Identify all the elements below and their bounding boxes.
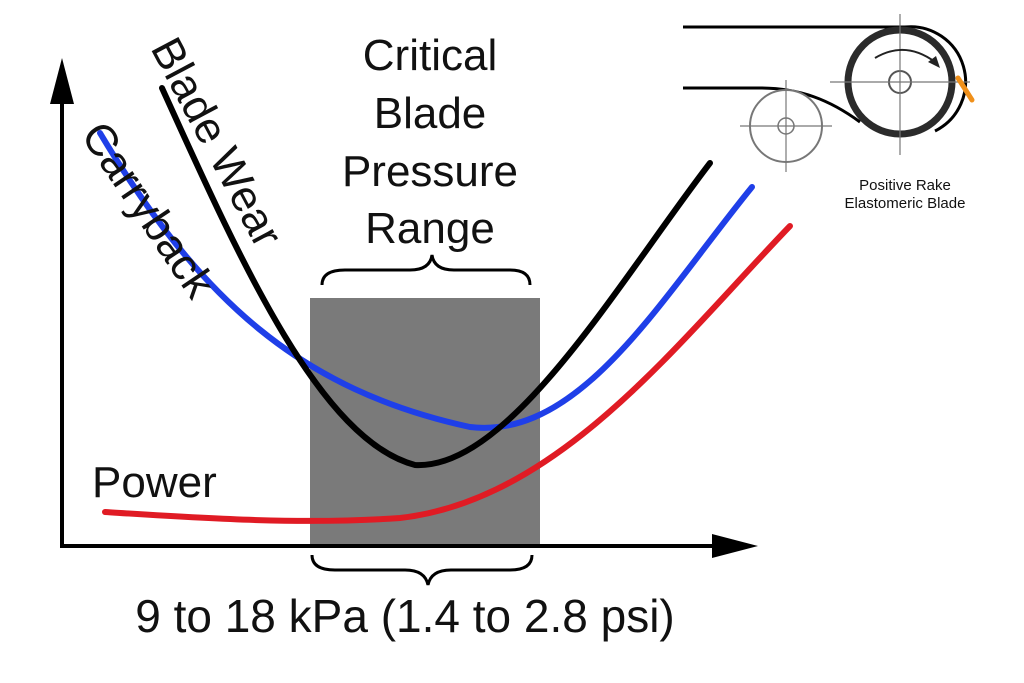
power-curve <box>102 223 793 524</box>
inset-caption-line-2: Elastomeric Blade <box>845 195 966 212</box>
title-line-4: Range <box>365 204 495 253</box>
title-line-1: Critical <box>363 31 497 80</box>
x-axis-arrow <box>712 534 758 558</box>
elastomeric-blade <box>955 75 975 103</box>
rotation-arrowhead <box>928 56 940 68</box>
carryback-curve <box>97 130 755 431</box>
rotation-arrow <box>874 48 936 63</box>
bottom-brace <box>310 554 534 586</box>
inset-caption-line-1: Positive Rake <box>859 177 951 194</box>
belt-around-pulley <box>904 25 968 133</box>
y-axis-arrow <box>50 58 74 104</box>
power-label: Power <box>92 458 217 507</box>
belt-cleaner-inset: Positive Rake Elastomeric Blade <box>683 14 975 212</box>
blade-wear-curve <box>159 85 713 469</box>
belt-wrap <box>759 86 861 124</box>
title-line-2: Blade <box>374 89 487 138</box>
top-brace <box>320 254 532 286</box>
range-label: 9 to 18 kPa (1.4 to 2.8 psi) <box>135 590 675 642</box>
title-line-3: Pressure <box>342 147 518 196</box>
